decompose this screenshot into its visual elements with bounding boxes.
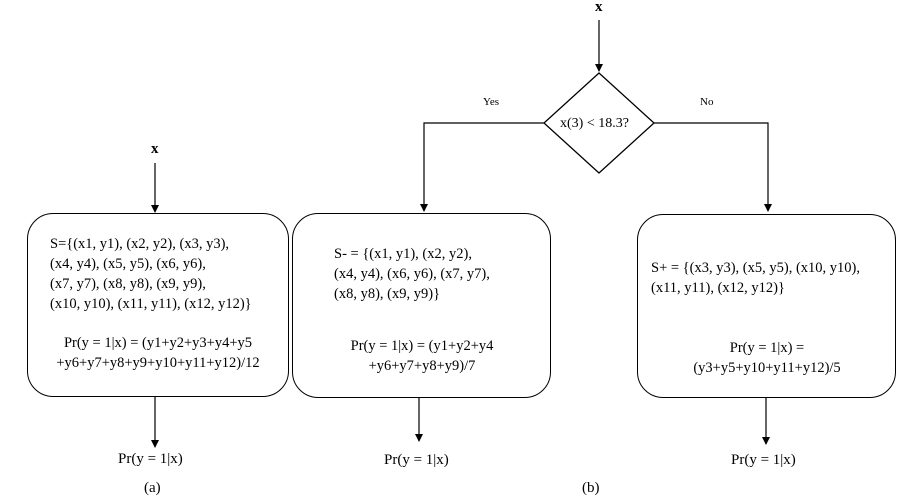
panel-b-right-node [637,214,896,398]
panel-b-left-node [292,213,551,398]
decision-condition: x(3) < 18.3? [560,116,629,131]
decision-diamond [543,72,655,174]
yes-branch-line [420,122,544,212]
panel-b-right-output-label: Pr(y = 1|x) [731,452,796,468]
yes-label: Yes [483,96,500,108]
panel-b-input-label: x [595,0,603,15]
set-line: (x4, y4), (x6, y6), (x7, y7), [334,266,490,282]
panel-a-caption: (a) [144,480,161,496]
prob-line: Pr(y = 1|x) = [729,340,805,356]
panel-b-left-set: S- = {(x1, y1), (x2, y2), (x4, y4), (x6,… [334,244,490,304]
prob-line: Pr(y = 1|x) = (y1+y2+y3+y4+y5 [63,335,253,351]
panel-a-probability: Pr(y = 1|x) = (y1+y2+y3+y4+y5 +y6+y7+y8+… [33,333,283,373]
no-label: No [700,96,714,108]
prob-line: Pr(y = 1|x) = (y1+y2+y4 [350,338,494,354]
no-branch-line [654,122,772,212]
set-line: (x4, y4), (x5, y5), (x6, y6), [50,256,206,272]
panel-a-node [27,213,289,397]
panel-b-right-set: S+ = {(x3, y3), (x5, y5), (x10, y10), (x… [651,258,860,298]
panel-b-left-output-label: Pr(y = 1|x) [384,452,449,468]
prob-line: +y6+y7+y8+y9+y10+y11+y12)/12 [56,355,260,371]
set-line: (x11, y11), (x12, y12)} [651,280,785,296]
set-line: (x7, y7), (x8, y8), (x9, y9), [50,276,206,292]
panel-a-set: S={(x1, y1), (x2, y2), (x3, y3), (x4, y4… [50,234,252,314]
panel-b-left-probability: Pr(y = 1|x) = (y1+y2+y4 +y6+y7+y8+y9)/7 [302,336,542,376]
panel-a-output-label: Pr(y = 1|x) [118,451,183,467]
set-line: S+ = {(x3, y3), (x5, y5), (x10, y10), [651,260,860,276]
set-line: (x8, y8), (x9, y9)} [334,286,441,302]
panel-b-caption: (b) [582,480,600,496]
set-line: S- = {(x1, y1), (x2, y2), [334,246,472,262]
panel-a-input-label: x [151,141,159,157]
panel-b-right-probability: Pr(y = 1|x) = (y3+y5+y10+y11+y12)/5 [647,338,887,378]
prob-line: (y3+y5+y10+y11+y12)/5 [693,360,841,376]
set-line: (x10, y10), (x11, y11), (x12, y12)} [50,296,252,312]
set-line: S={(x1, y1), (x2, y2), (x3, y3), [50,236,230,252]
prob-line: +y6+y7+y8+y9)/7 [368,358,476,374]
